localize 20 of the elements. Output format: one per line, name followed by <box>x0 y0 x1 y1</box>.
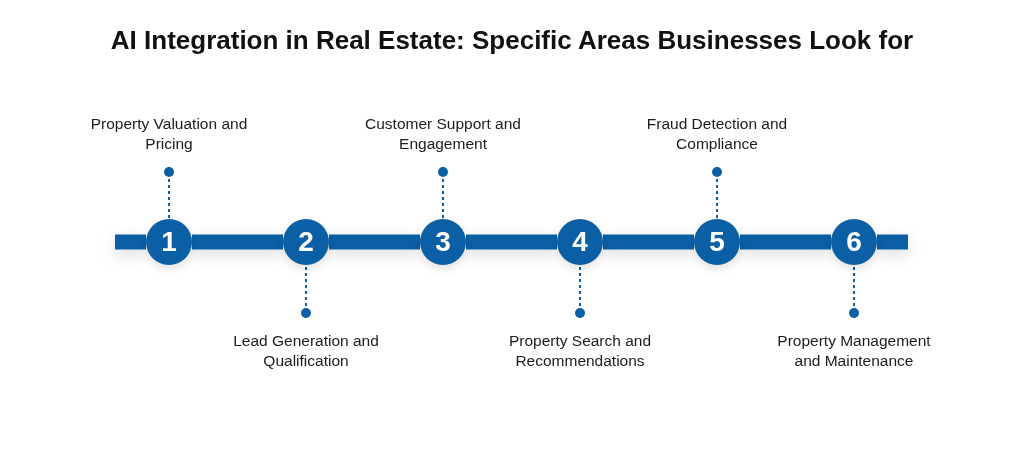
timeline-bar <box>466 234 557 250</box>
step-label: Property Search and Recommendations <box>507 331 653 371</box>
timeline-bar <box>740 234 831 250</box>
dotted-leader-line <box>301 264 311 319</box>
timeline-bar <box>115 234 146 250</box>
dotted-leader-line <box>575 264 585 319</box>
step-label: Property Valuation and Pricing <box>89 114 249 154</box>
dotted-leader-line <box>849 264 859 319</box>
dotted-leader-line <box>712 166 722 220</box>
timeline-bar <box>192 234 283 250</box>
step-label: Property Management and Maintenance <box>776 331 932 371</box>
title: AI Integration in Real Estate: Specific Areas Businesses Look for <box>110 24 914 56</box>
dotted-leader-line <box>438 166 448 220</box>
step-label: Customer Support and Engagement <box>364 114 522 154</box>
timeline-bar <box>877 234 908 250</box>
step-label: Fraud Detection and Compliance <box>645 114 789 154</box>
dotted-leader-line <box>164 166 174 220</box>
timeline-bar <box>329 234 420 250</box>
step-label: Lead Generation and Qualification <box>232 331 380 371</box>
timeline-bar <box>603 234 694 250</box>
